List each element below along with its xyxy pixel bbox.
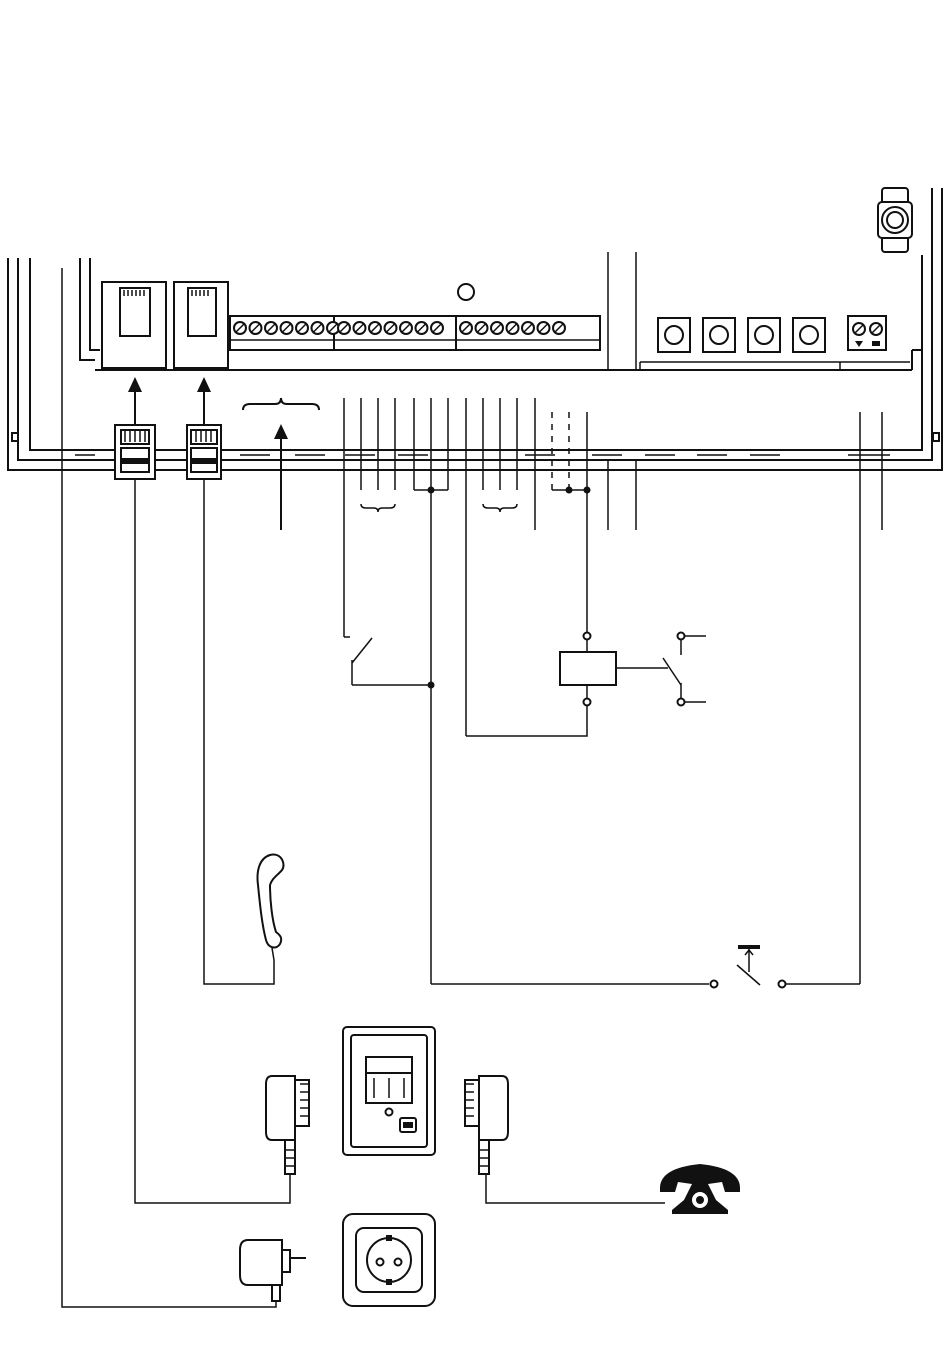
junction-dot: [428, 487, 435, 494]
rj-jack-left: [102, 282, 166, 368]
push-button-2[interactable]: [703, 318, 735, 352]
push-button-3[interactable]: [748, 318, 780, 352]
push-button-4[interactable]: [793, 318, 825, 352]
switch-contact-icon: [344, 637, 431, 685]
tae-adapter-icon: [465, 1076, 665, 1203]
tae-adapter-icon: [135, 480, 309, 1203]
cable-gland-icon: [878, 188, 912, 252]
relay-contact-icon: [663, 633, 706, 706]
push-button-1[interactable]: [658, 318, 690, 352]
rj-jack-right: [174, 282, 228, 368]
push-button-row: [658, 318, 825, 352]
dc-terminal: [848, 316, 886, 350]
terminal-wires: [344, 398, 882, 984]
junction-dot: [566, 487, 573, 494]
rj-plug-icon: [115, 377, 155, 479]
relay-coil-icon: [466, 633, 668, 737]
handset-icon: [204, 480, 284, 984]
junction-dot: [584, 487, 591, 494]
mains-socket-icon: [343, 1214, 435, 1306]
rj-plug-icon: [187, 377, 221, 479]
terminal-group-arrow: [243, 398, 319, 530]
terminal-strip: [230, 316, 600, 350]
door-push-button-icon: [431, 945, 860, 988]
telephone-icon: [660, 1164, 740, 1214]
screw-hole: [458, 284, 474, 300]
tae-wall-socket-icon: [343, 1027, 435, 1155]
